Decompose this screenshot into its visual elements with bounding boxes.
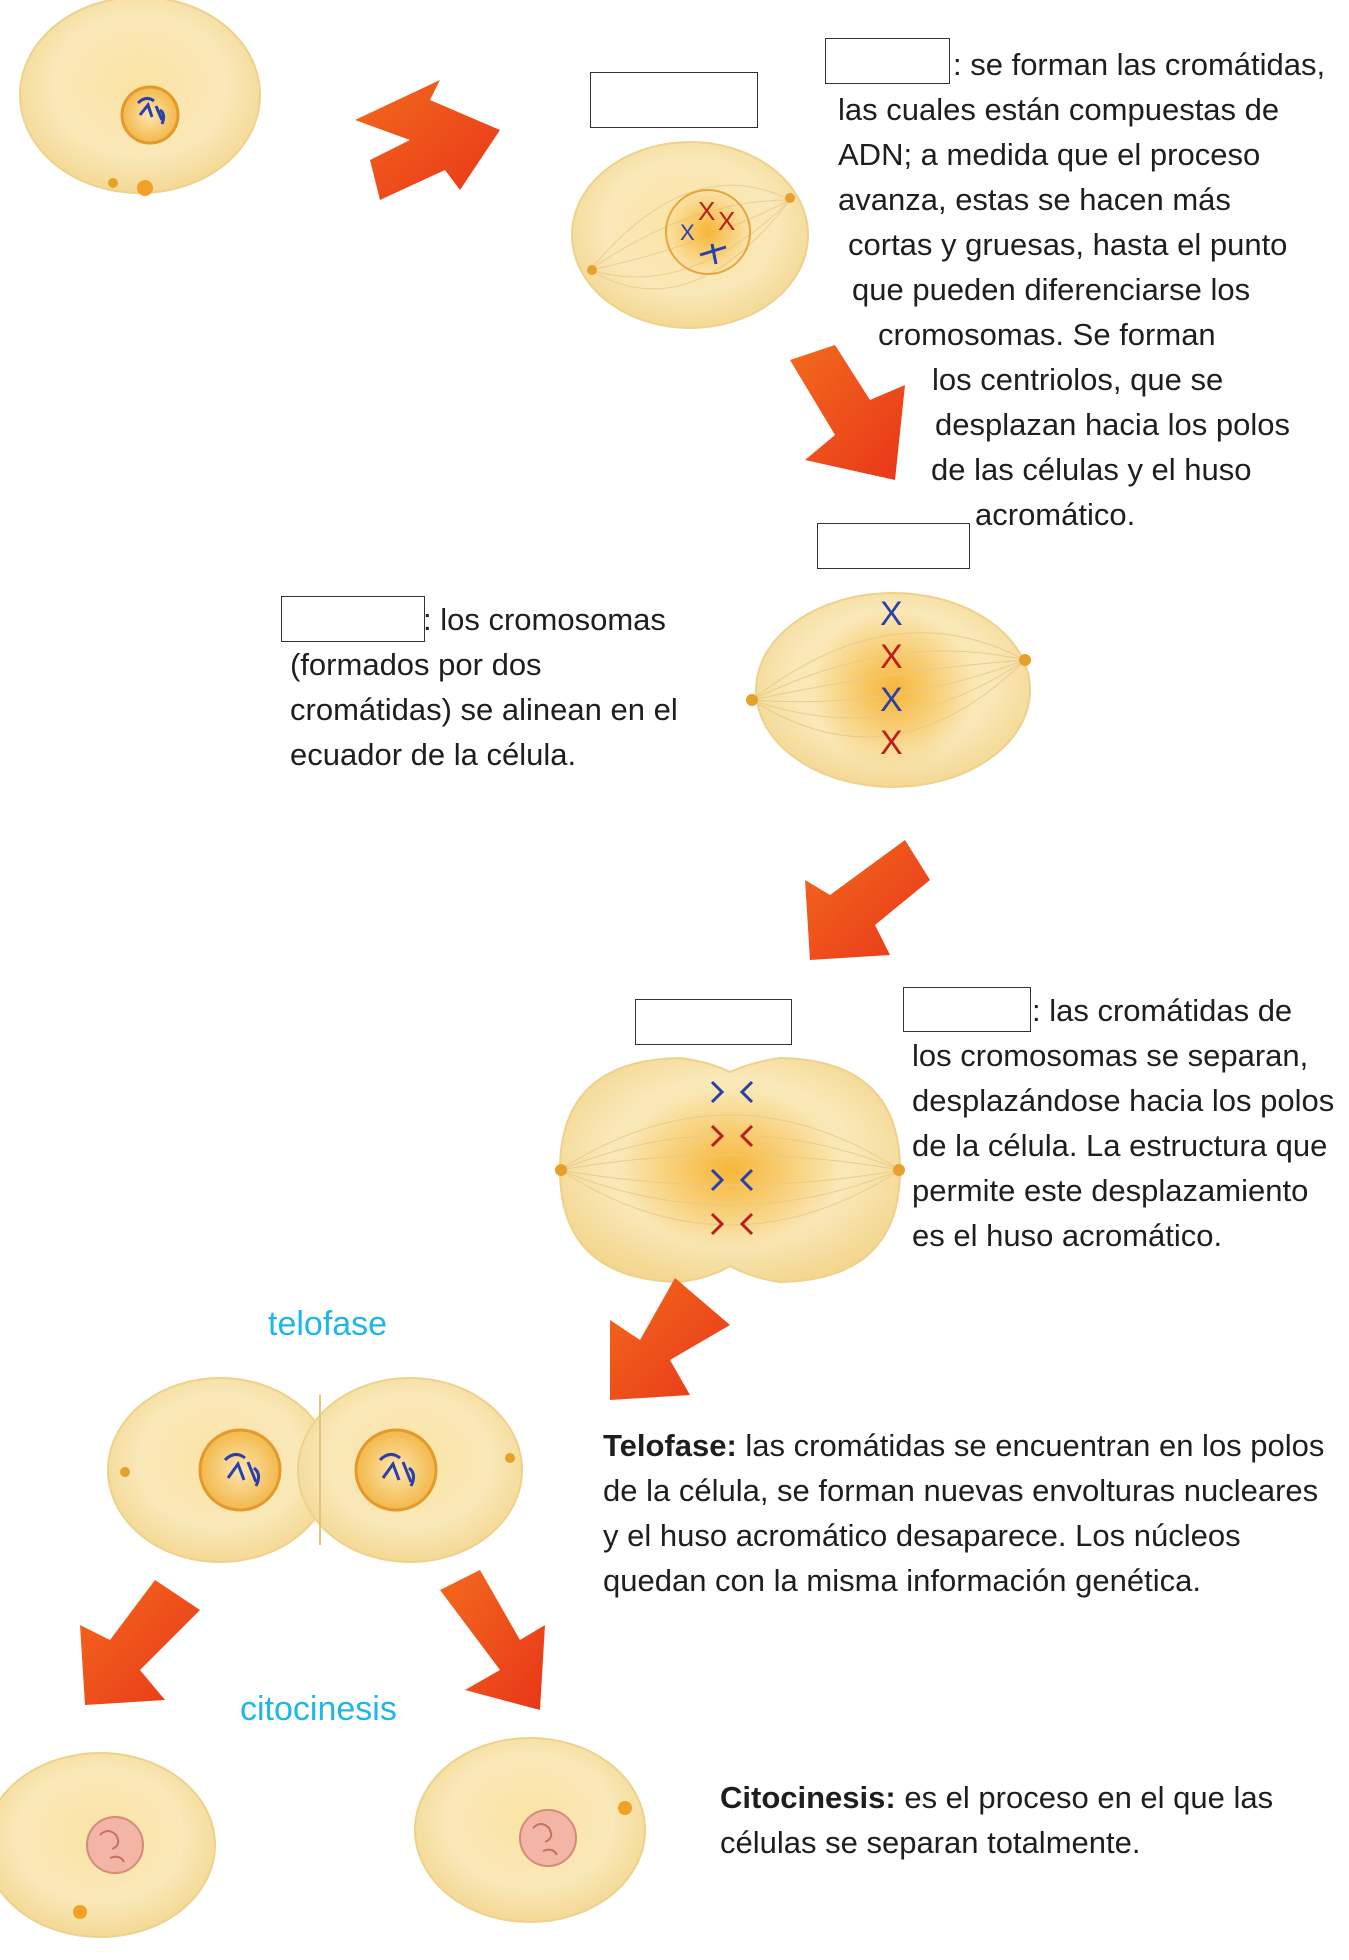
anaphase-term-blank[interactable] (903, 987, 1031, 1032)
svg-text:X: X (880, 681, 903, 719)
prophase-line: desplazan hacia los polos (935, 407, 1291, 442)
prophase-line: avanza, estas se hacen más (838, 182, 1231, 217)
telophase-line: de la célula, se forman nuevas envoltura… (603, 1473, 1319, 1508)
cell-daughter-left (0, 1752, 216, 1938)
telophase-line: Telofase: las cromátidas se encuentran e… (603, 1423, 1324, 1468)
svg-text:X: X (718, 206, 735, 236)
cell-interphase (19, 0, 261, 196)
metaphase-label-blank[interactable] (817, 523, 970, 569)
arrow-to-anaphase (805, 840, 930, 960)
svg-text:X: X (698, 196, 715, 226)
anaphase-line: desplazándose hacia los polos (912, 1083, 1335, 1118)
prophase-line: que pueden diferenciarse los (852, 272, 1251, 307)
anaphase-line: de la célula. La estructura que (912, 1128, 1328, 1163)
cytokinesis-label: citocinesis (240, 1690, 397, 1728)
prophase-label-blank[interactable] (590, 72, 758, 128)
telophase-line: y el huso acromático desaparece. Los núc… (603, 1518, 1241, 1553)
prophase-description: : se forman las cromátidas, las cuales e… (838, 42, 1325, 537)
prophase-line: los centriolos, que se (932, 362, 1224, 397)
arrow-to-daughter-right (440, 1570, 545, 1710)
svg-text:X: X (880, 724, 903, 762)
svg-text:X: X (680, 220, 695, 245)
telophase-label: telofase (268, 1305, 388, 1343)
cytokinesis-description: Citocinesis: es el proceso en el que las… (720, 1775, 1273, 1865)
metaphase-line: : los cromosomas (423, 602, 666, 637)
prophase-line: : se forman las cromátidas, (953, 47, 1326, 82)
prophase-line: cromosomas. Se forman (878, 317, 1216, 352)
telophase-description: Telofase: las cromátidas se encuentran e… (603, 1423, 1324, 1603)
metaphase-term-blank[interactable] (281, 596, 425, 642)
svg-text:X: X (880, 638, 903, 676)
prophase-line: las cuales están compuestas de (838, 92, 1280, 127)
prophase-line: acromático. (975, 497, 1136, 532)
telophase-line: quedan con la misma información genética… (603, 1563, 1201, 1598)
cytokinesis-term: Citocinesis: (720, 1780, 896, 1815)
anaphase-line: permite este desplazamiento (912, 1173, 1309, 1208)
cell-anaphase (555, 1056, 905, 1284)
cytokinesis-line: Citocinesis: es el proceso en el que las (720, 1775, 1273, 1820)
metaphase-line: ecuador de la célula. (290, 737, 577, 772)
anaphase-description: : las cromátidas de los cromosomas se se… (912, 988, 1334, 1258)
prophase-line: cortas y gruesas, hasta el punto (848, 227, 1288, 262)
anaphase-label-blank[interactable] (635, 999, 792, 1045)
prophase-term-blank[interactable] (825, 38, 950, 84)
cytokinesis-line: células se separan totalmente. (720, 1825, 1141, 1860)
metaphase-line: cromátidas) se alinean en el (290, 692, 678, 727)
arrow-to-prophase (355, 80, 500, 200)
anaphase-line: : las cromátidas de (1032, 993, 1293, 1028)
arrow-to-metaphase (790, 345, 905, 480)
metaphase-description: : los cromosomas (formados por dos cromá… (290, 597, 678, 777)
anaphase-line: es el huso acromático. (912, 1218, 1223, 1253)
cytokinesis-text: es el proceso en el que las (895, 1780, 1274, 1815)
telophase-term: Telofase: (603, 1428, 737, 1463)
anaphase-line: los cromosomas se separan, (912, 1038, 1309, 1073)
cell-prophase: X X X (571, 141, 809, 329)
svg-text:X: X (880, 595, 903, 633)
cell-metaphase: X X X X (746, 592, 1031, 788)
prophase-line: de las células y el huso (931, 452, 1252, 487)
telophase-text: las cromátidas se encuentran en los polo… (736, 1428, 1325, 1463)
metaphase-line: (formados por dos (290, 647, 542, 682)
cell-telophase (107, 1377, 523, 1563)
prophase-line: ADN; a medida que el proceso (838, 137, 1261, 172)
arrow-to-daughter-left (80, 1580, 200, 1705)
cell-daughter-right (414, 1737, 646, 1923)
arrow-to-telophase (610, 1278, 730, 1400)
